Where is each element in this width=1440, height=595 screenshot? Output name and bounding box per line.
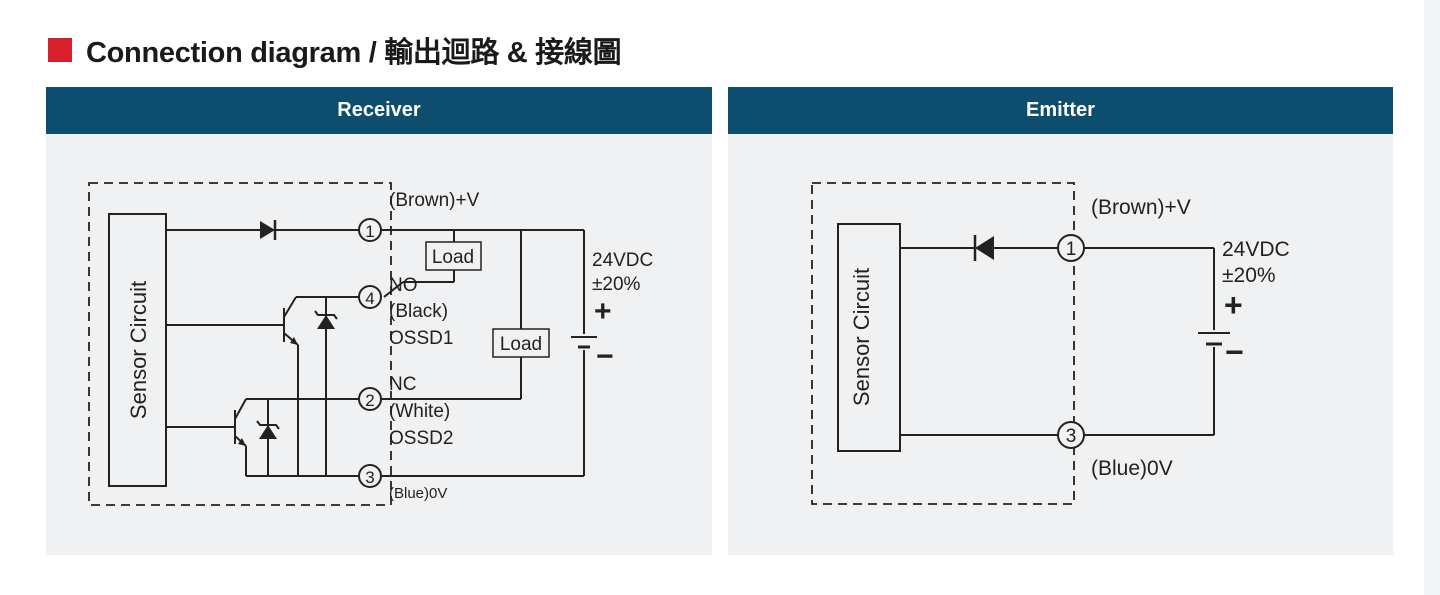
page-edge-strip (1424, 0, 1440, 595)
receiver-ossd2-label: OSSD2 (389, 428, 453, 449)
receiver-zener1-icon (314, 310, 338, 329)
emitter-diagram: Sensor Circuit 1 3 (Brown)+V (Blue)0V 24… (811, 182, 1290, 505)
receiver-tolerance-label: ±20% (592, 274, 641, 295)
emitter-voltage-label: 24VDC (1222, 238, 1290, 261)
emitter-sensor-circuit-box (837, 223, 901, 452)
receiver-black-label: (Black) (389, 301, 448, 322)
emitter-panel: Emitter Sensor Circuit 1 3 (Brown)+V (Bl… (728, 87, 1393, 555)
receiver-sensor-circuit-box (108, 213, 167, 487)
receiver-pin3-number: 3 (365, 468, 374, 487)
receiver-load2-label: Load (500, 334, 542, 355)
receiver-ground-label: (Blue)0V (389, 485, 447, 502)
emitter-minus-sign: − (1225, 334, 1244, 370)
title-bullet-square (48, 38, 72, 62)
receiver-diode-icon (260, 220, 277, 240)
receiver-minus-sign: − (596, 340, 614, 373)
receiver-load1-label: Load (432, 247, 474, 268)
receiver-housing-outline (88, 182, 392, 506)
receiver-transistor1-icon (290, 337, 298, 345)
receiver-zener2-icon (256, 420, 280, 439)
receiver-pin2-number: 2 (365, 391, 374, 410)
receiver-ossd1-label: OSSD1 (389, 328, 453, 349)
receiver-pin4-number: 4 (365, 289, 374, 308)
receiver-nc-label: NC (389, 374, 416, 395)
receiver-supply-label: (Brown)+V (389, 190, 480, 211)
emitter-supply-label: (Brown)+V (1091, 196, 1191, 219)
receiver-white-label: (White) (389, 401, 450, 422)
emitter-header: Emitter (728, 87, 1393, 134)
emitter-pin3-number: 3 (1066, 426, 1077, 447)
receiver-diagram: Sensor Circuit 1 4 2 3 (Brown)+V NO (Bla… (88, 182, 653, 506)
emitter-pin1-number: 1 (1066, 239, 1077, 260)
emitter-diode-icon (973, 235, 994, 261)
receiver-no-label: NO (389, 275, 418, 296)
receiver-voltage-label: 24VDC (592, 250, 653, 271)
receiver-panel: Receiver (46, 87, 712, 555)
receiver-sensor-label: Sensor Circuit (126, 281, 151, 419)
receiver-plus-sign: + (594, 295, 612, 328)
emitter-sensor-label: Sensor Circuit (849, 268, 874, 406)
emitter-plus-sign: + (1224, 287, 1243, 323)
section-title: Connection diagram / 輸出迴路 & 接線圖 (48, 30, 622, 70)
receiver-pin1-number: 1 (365, 222, 374, 241)
emitter-tolerance-label: ±20% (1222, 264, 1276, 287)
page-title: Connection diagram / 輸出迴路 & 接線圖 (86, 37, 622, 69)
receiver-header: Receiver (46, 87, 712, 134)
receiver-transistor2-icon (238, 438, 246, 446)
emitter-housing-outline (811, 182, 1075, 505)
emitter-ground-label: (Blue)0V (1091, 457, 1173, 480)
